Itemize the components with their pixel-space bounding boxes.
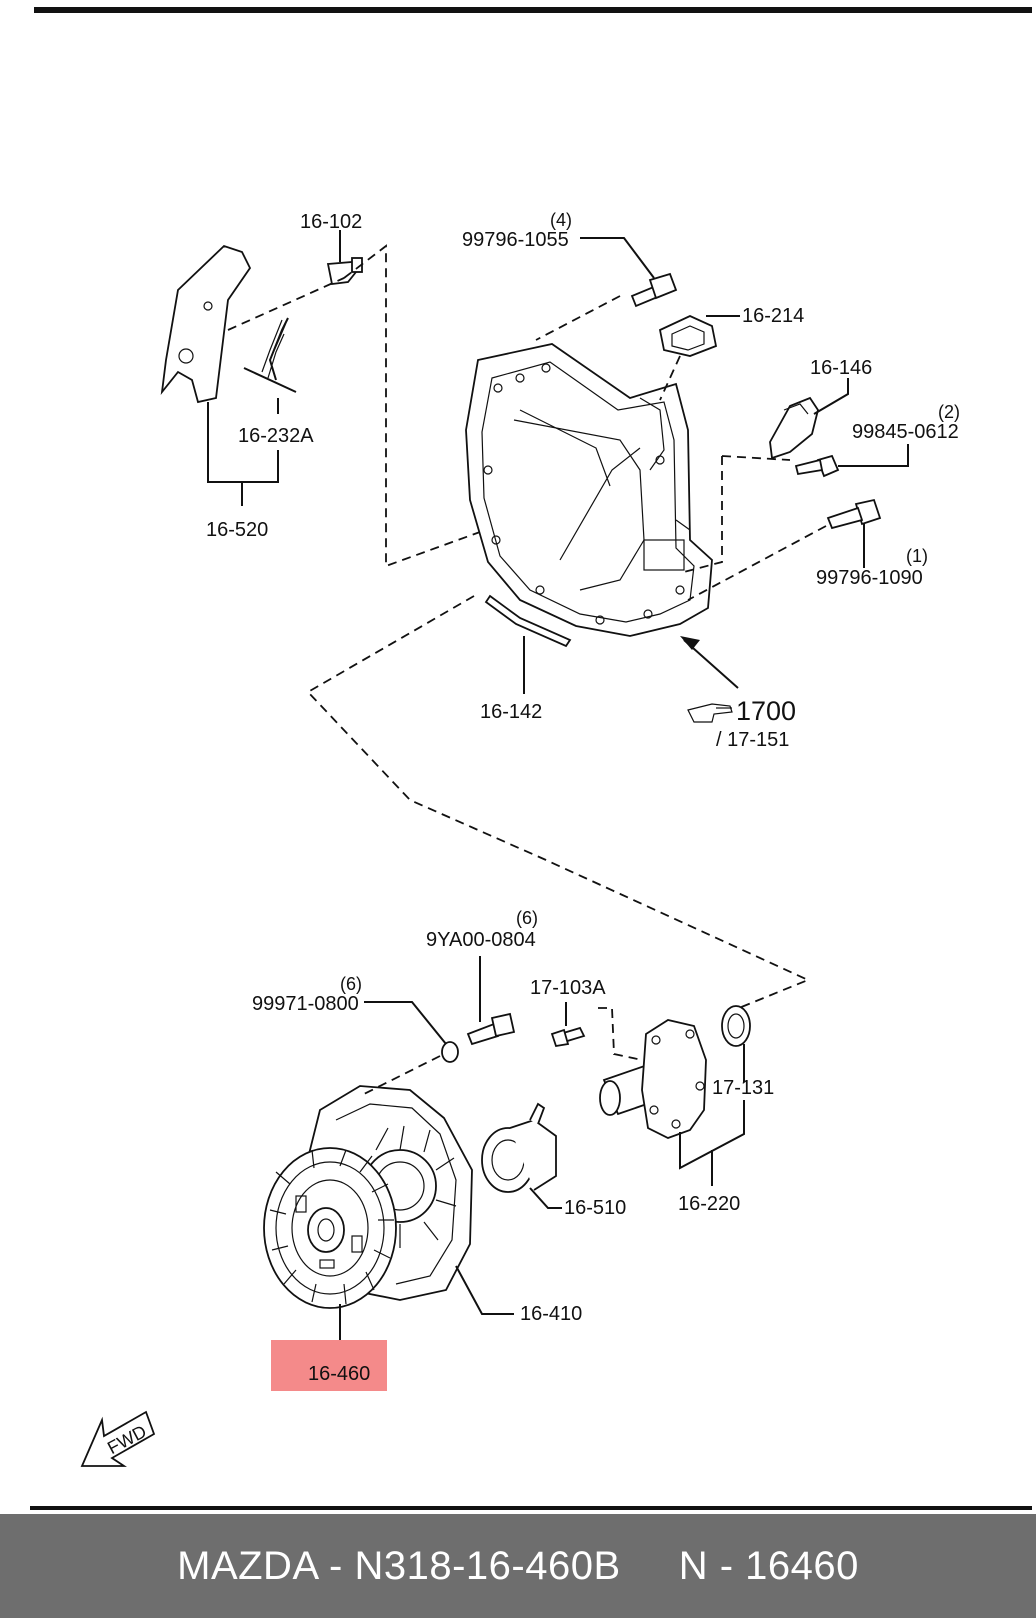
qty-99796-1090: (1) — [906, 546, 928, 566]
label-9ya00-0804: 9YA00-0804 — [426, 929, 536, 951]
highlight-box-16-460 — [271, 1340, 387, 1391]
bolt-9ya00-0804 — [466, 1012, 516, 1046]
label-ref-1700: 1700 — [736, 696, 796, 726]
label-16-220: 16-220 — [678, 1193, 740, 1215]
label-16-232a: 16-232A — [238, 425, 314, 447]
bolt-99845-0612 — [794, 454, 840, 478]
leader-16-510 — [529, 1187, 562, 1209]
clutch-disc-16-460 — [263, 1147, 397, 1309]
clutch-housing — [465, 343, 713, 637]
label-16-410: 16-410 — [520, 1303, 582, 1325]
cap-16-214 — [658, 315, 718, 357]
release-bearing-16-510 — [481, 1102, 557, 1193]
label-17-131: 17-131 — [712, 1077, 774, 1099]
bolt-99796-1090 — [826, 498, 882, 530]
label-16-214: 16-214 — [742, 305, 804, 327]
label-16-102: 16-102 — [300, 211, 362, 233]
washer-99971-0800 — [441, 1041, 459, 1063]
qty-99845-0612: (2) — [938, 402, 960, 422]
label-17-103a: 17-103A — [530, 977, 606, 999]
label-16-146: 16-146 — [810, 357, 872, 379]
parts-diagram: 16-102 16-232A 16-520 (4) 99796-1055 16-… — [30, 7, 1032, 1510]
label-ref-17-151: / 17-151 — [716, 729, 789, 751]
bracket-16-520-leader — [207, 402, 279, 506]
bolt-17-103a — [550, 1026, 586, 1048]
label-16-510: 16-510 — [564, 1197, 626, 1219]
leader-99796-1055 — [580, 237, 655, 279]
qty-99796-1055: (4) — [550, 210, 572, 230]
footer-part-number: MAZDA - N318-16-460B N - 16460 — [177, 1543, 859, 1588]
leader-99845-0612 — [838, 444, 909, 467]
label-99971-0800: 99971-0800 — [252, 993, 359, 1015]
dash-housing-to-clutch — [306, 595, 811, 1011]
dash-bracket — [227, 244, 481, 568]
seal-16-142 — [484, 594, 572, 648]
leader-16-410 — [455, 1265, 514, 1315]
fwd-arrow-icon — [80, 1410, 156, 1467]
bolt-99796-1055 — [630, 272, 678, 308]
cover-16-146 — [769, 396, 819, 460]
ref-arrowhead — [680, 636, 700, 650]
dash-17-103a — [598, 1007, 643, 1061]
footer-bar: MAZDA - N318-16-460B N - 16460 — [0, 1514, 1036, 1618]
leader-16-146 — [813, 378, 849, 415]
qty-9ya00-0804: (6) — [516, 908, 538, 928]
dash-99845 — [683, 455, 791, 573]
dash-16-214 — [535, 295, 681, 401]
label-16-520: 16-520 — [206, 519, 268, 541]
dash-99796-1090 — [687, 525, 827, 601]
label-99796-1055: 99796-1055 — [462, 229, 569, 251]
label-99796-1090: 99796-1090 — [816, 567, 923, 589]
qty-99971-0800: (6) — [340, 974, 362, 994]
spring-clip-16-232a — [243, 317, 297, 393]
leader-99971-0800 — [364, 1001, 447, 1045]
leader-16-220 — [679, 1100, 745, 1186]
pointing-hand-icon — [687, 703, 733, 723]
bracket-16-520 — [160, 244, 252, 404]
retainer-16-220 — [599, 1019, 707, 1139]
label-16-460: 16-460 — [308, 1363, 370, 1385]
bolt-16-102 — [326, 257, 363, 285]
oil-seal-17-131 — [721, 1005, 751, 1047]
label-16-142: 16-142 — [480, 701, 542, 723]
label-99845-0612: 99845-0612 — [852, 421, 959, 443]
